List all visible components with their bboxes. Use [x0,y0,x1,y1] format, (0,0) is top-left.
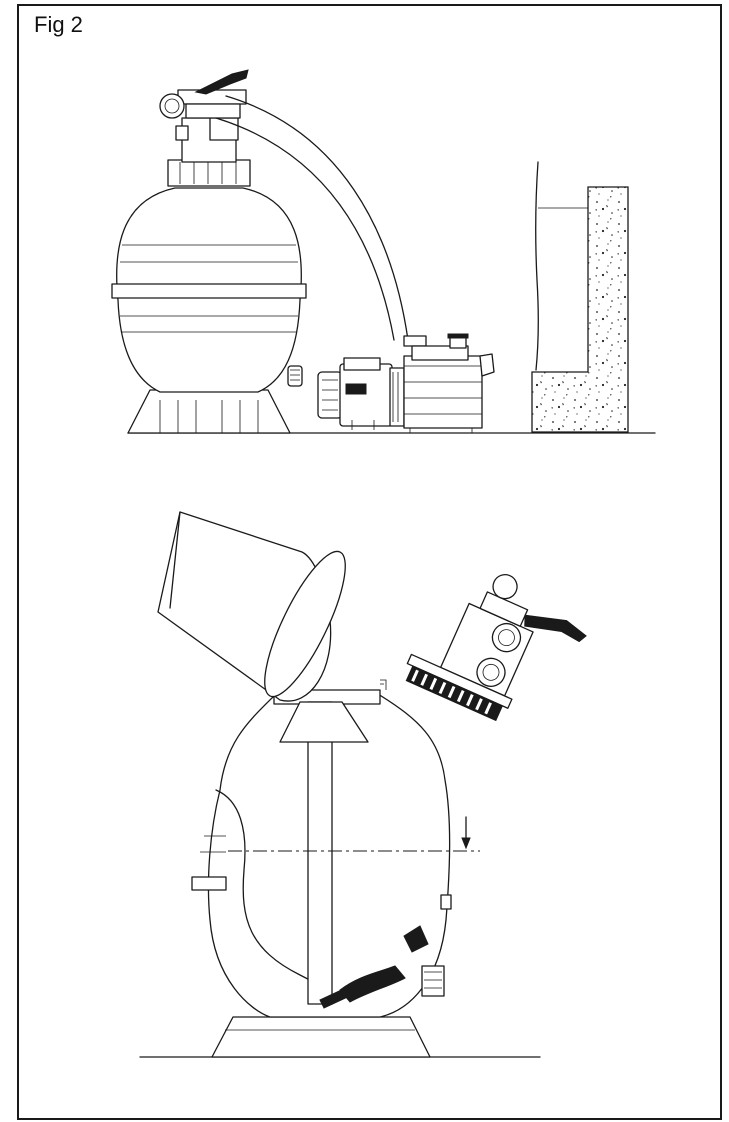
sand-filling-step [139,679,541,1058]
pool-wall [531,161,629,433]
arrow-down-icon [461,837,471,850]
figure-label: Fig 2 [34,12,83,37]
sand-filter-tank [111,159,307,434]
funnel-cover [279,701,369,743]
installed-system [111,69,656,434]
drain-fitting [421,965,445,997]
sand-bag [157,511,346,702]
figure-frame [17,4,722,1120]
multiport-valve-top [159,69,249,163]
laterals [339,965,406,1003]
pool-pump [317,333,495,433]
pressure-gauge-icon [159,93,185,119]
central-standpipe [307,701,333,1005]
multiport-valve-removed [405,574,587,722]
connecting-hose [215,95,427,347]
tank-base [211,1016,431,1058]
